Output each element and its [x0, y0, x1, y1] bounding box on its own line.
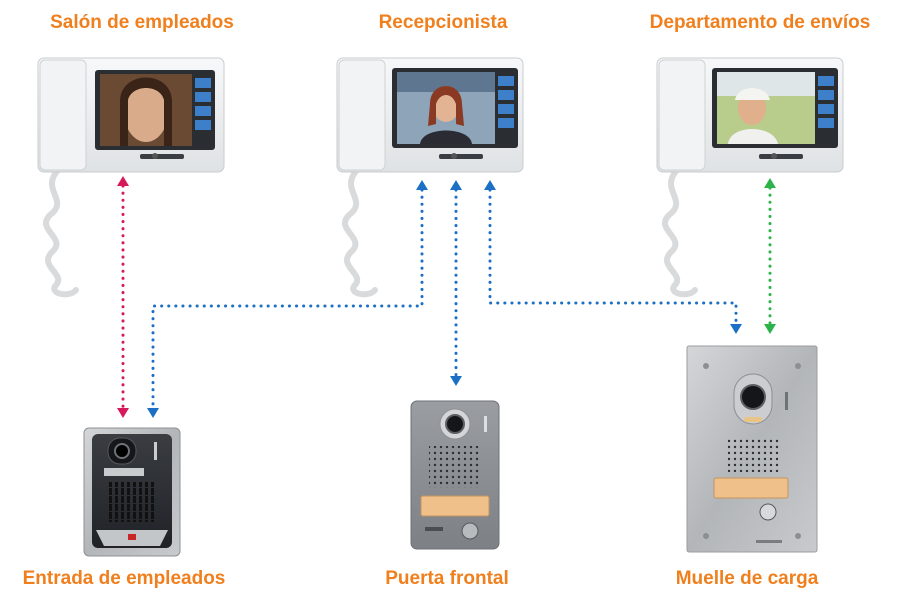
arrow-head	[147, 408, 159, 418]
button-bar	[439, 154, 483, 159]
label-employee-entrance: Entrada de empleados	[22, 568, 226, 589]
handset-cord	[43, 167, 79, 298]
handset	[39, 59, 87, 171]
face	[124, 82, 168, 142]
link-reception-entrance	[147, 180, 428, 418]
monitor-shipping	[656, 57, 844, 298]
handset	[658, 59, 706, 171]
station-employee-entrance	[83, 427, 181, 557]
name-plate	[104, 468, 144, 476]
name-plate	[420, 495, 490, 517]
station-front-door	[410, 400, 500, 550]
arrow-head	[450, 376, 462, 386]
monitor-receptionist	[336, 57, 524, 298]
arrow-head	[416, 180, 428, 190]
call-button	[759, 503, 777, 521]
label-front-door: Puerta frontal	[385, 568, 509, 589]
call-button-led	[128, 534, 136, 540]
label-employee-lounge: Salón de empleados	[50, 12, 234, 33]
handset-cord	[662, 167, 698, 298]
arrow-head	[764, 178, 776, 188]
handset	[338, 59, 386, 171]
arrow-head	[450, 180, 462, 190]
camera-lens	[114, 443, 130, 459]
link-shipping-dock	[764, 178, 776, 334]
call-button	[461, 522, 479, 540]
name-plate	[713, 477, 789, 499]
speaker-grill	[429, 446, 481, 488]
link-lounge-entrance	[117, 176, 129, 418]
arrow-head	[484, 180, 496, 190]
speaker-grill	[108, 482, 156, 522]
link-reception-dock	[484, 180, 742, 334]
button-bar	[140, 154, 184, 159]
label-shipping: Departamento de envíos	[649, 12, 871, 33]
arrow-head	[730, 324, 742, 334]
arrow-head	[764, 324, 776, 334]
label-loading-dock: Muelle de carga	[675, 568, 819, 589]
arrow-head	[117, 176, 129, 186]
handset-cord	[342, 167, 378, 298]
monitor-employee-lounge	[37, 57, 225, 298]
speaker-grill	[728, 438, 780, 472]
link-reception-frontdoor	[450, 180, 462, 386]
station-loading-dock	[686, 345, 818, 553]
camera-lens	[740, 384, 766, 410]
arrow-head	[117, 408, 129, 418]
camera-lens	[445, 414, 465, 434]
button-bar	[759, 154, 803, 159]
label-receptionist: Recepcionista	[378, 12, 508, 33]
